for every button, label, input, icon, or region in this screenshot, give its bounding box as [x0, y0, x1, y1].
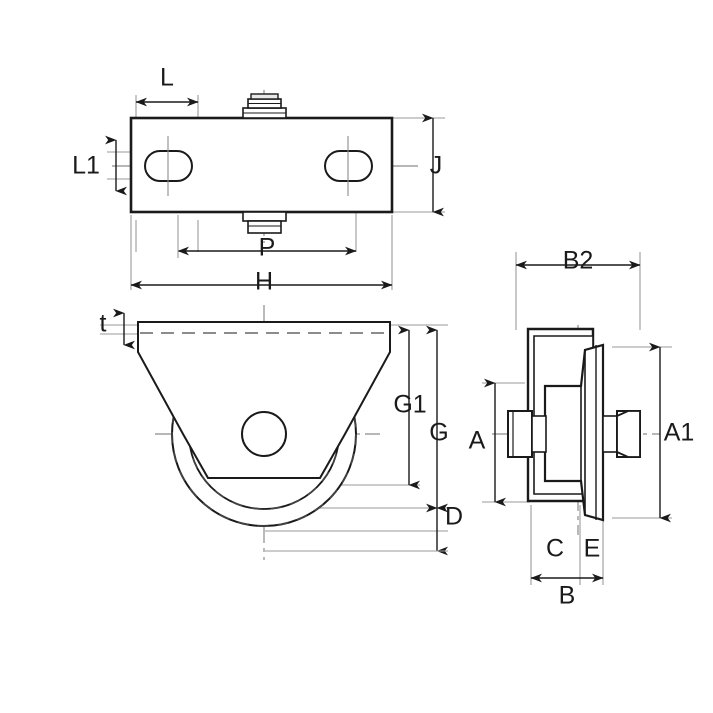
- dimension-label-G1: G1: [393, 391, 426, 419]
- dimension-J: J: [422, 113, 444, 217]
- dimension-label-L: L: [160, 64, 174, 92]
- dimension-t: t: [100, 308, 135, 350]
- dimension-label-L1: L1: [72, 152, 100, 180]
- front-view-bracket-fill: [138, 322, 390, 478]
- side-view-wheel-profile: [543, 343, 605, 522]
- dimension-label-J: J: [430, 152, 443, 180]
- dimension-P: P: [177, 215, 357, 262]
- dimension-label-E: E: [584, 535, 601, 563]
- dimension-C: C: [546, 535, 564, 563]
- dimension-label-B2: B2: [563, 247, 594, 275]
- dimension-label-B: B: [559, 582, 576, 610]
- top-view-axle-bolt-bottom: [242, 211, 287, 234]
- dimension-A: A: [469, 378, 506, 507]
- dimension-B2: B2: [515, 247, 641, 275]
- front-view-bracket-outline: [137, 321, 391, 479]
- top-view-group: L L1 J P H: [72, 64, 445, 296]
- dimension-label-H: H: [255, 268, 273, 296]
- dimension-label-A: A: [469, 427, 486, 455]
- dimension-label-G: G: [429, 419, 448, 447]
- front-view-group: t G1 G D: [100, 305, 463, 560]
- dimension-H: H: [130, 268, 393, 296]
- dimension-L1: L1: [72, 135, 127, 196]
- side-view-axle-stub-right: [602, 410, 641, 458]
- front-view-wheel-hidden-outer: [171, 341, 357, 527]
- top-view-axle-bolt-top: [242, 93, 287, 119]
- front-view-axle-hole-front: [241, 411, 287, 457]
- dimension-label-A1: A1: [664, 419, 695, 447]
- dimension-L: L: [135, 64, 199, 107]
- dimension-D: D: [265, 503, 463, 556]
- dimension-label-C: C: [546, 535, 564, 563]
- dimension-label-t: t: [100, 310, 107, 338]
- side-view-group: B2 A A1 C E B: [469, 247, 695, 610]
- dimension-A1: A1: [649, 342, 695, 523]
- dimension-G: G: [426, 325, 449, 513]
- top-view-slot-center-marks: [167, 136, 349, 196]
- dimension-E: E: [584, 535, 601, 563]
- side-view-axle-stub-left: [507, 410, 547, 458]
- dimension-G1: G1: [393, 325, 427, 490]
- dimension-B: B: [530, 573, 604, 610]
- dimension-label-P: P: [259, 234, 276, 262]
- dimension-label-D: D: [445, 503, 463, 531]
